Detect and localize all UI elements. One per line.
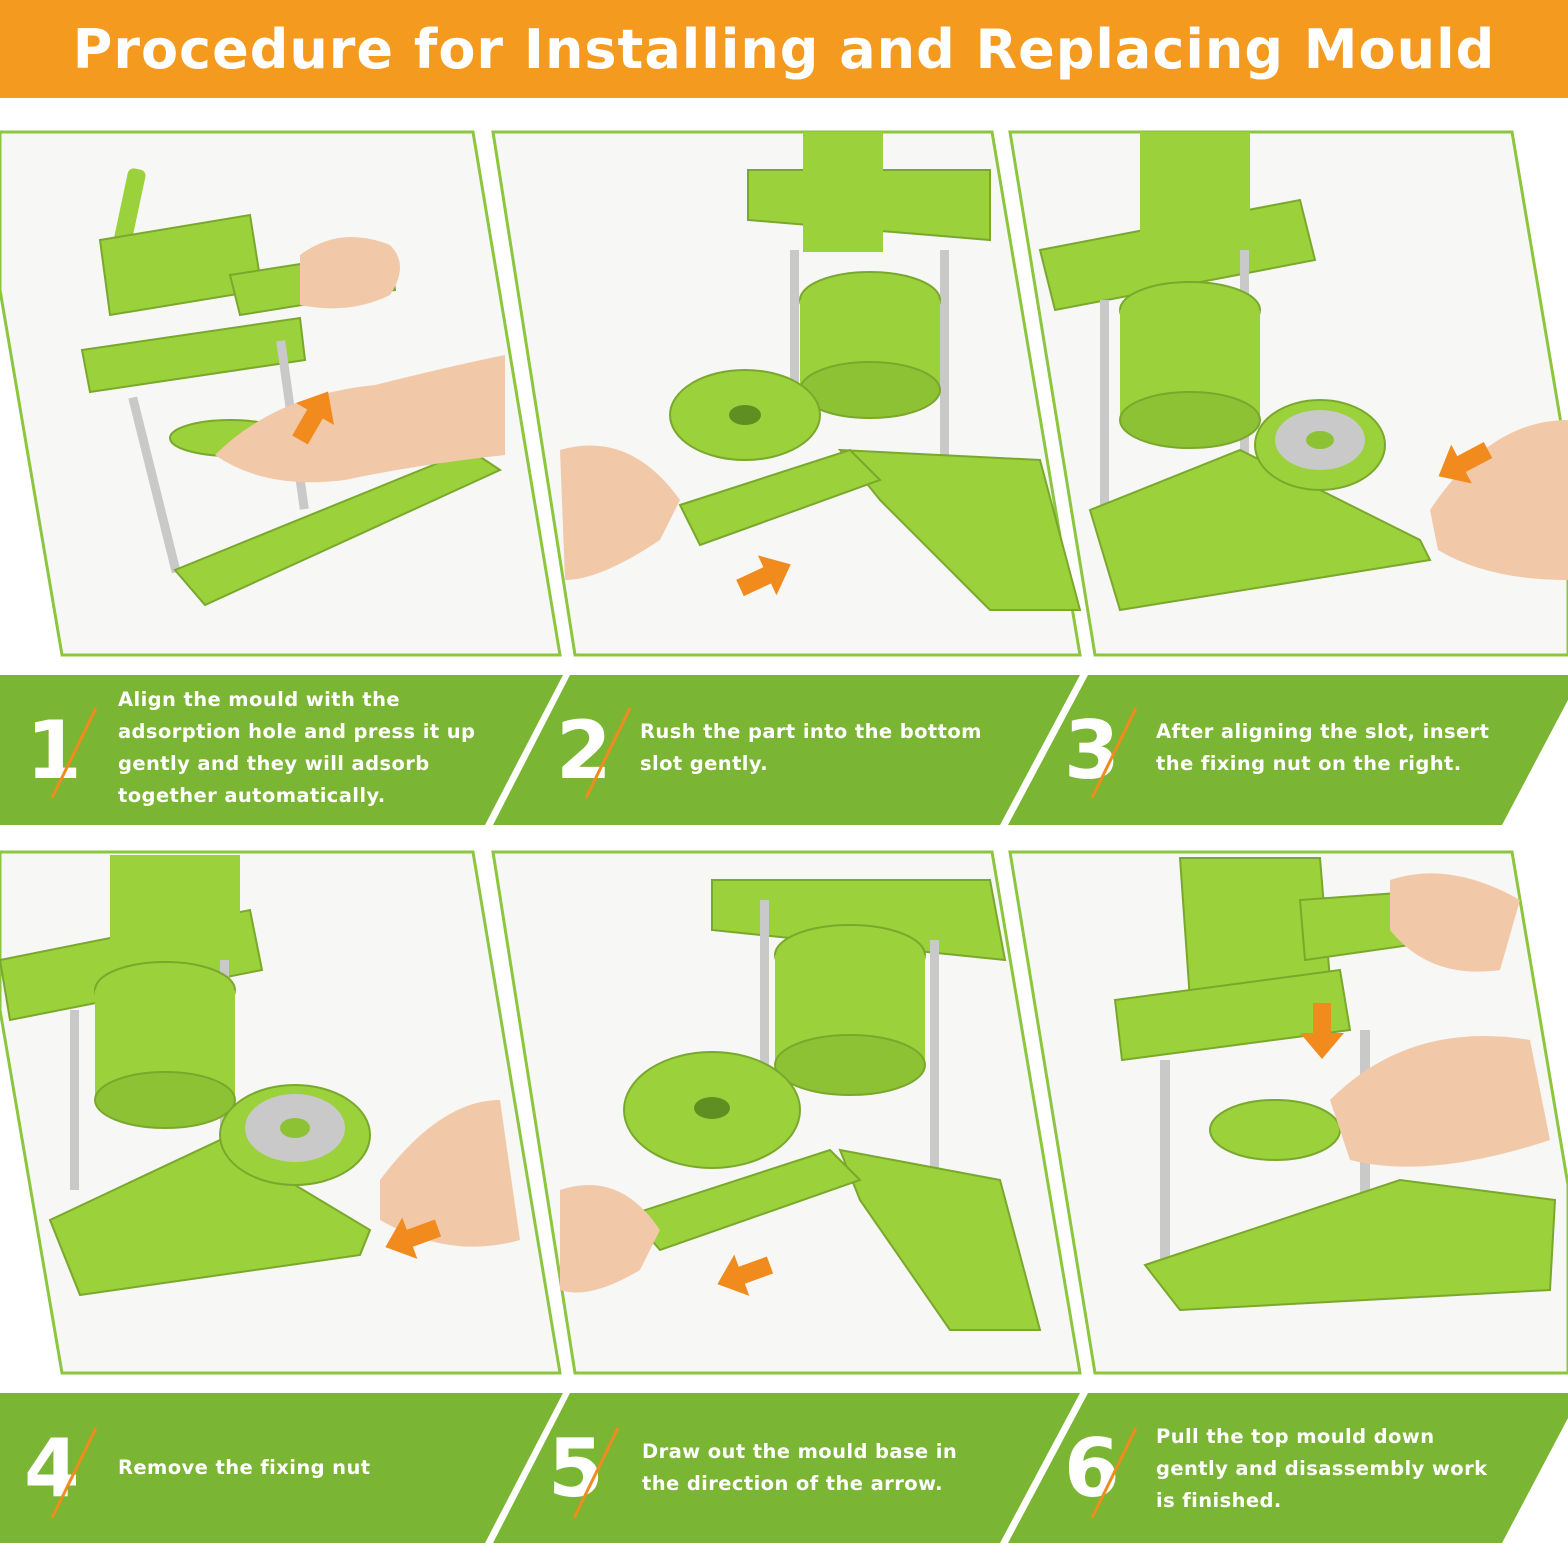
- photo-panel-5: [491, 850, 1082, 1375]
- photo-panel-1: [0, 130, 562, 657]
- svg-text:5: 5: [548, 1422, 604, 1515]
- step-caption-1: Align the mould with the adsorption hole…: [118, 688, 476, 807]
- svg-text:3: 3: [1064, 704, 1120, 797]
- step-caption-2: Rush the part into the bottom slot gentl…: [640, 720, 982, 775]
- step-caption-6: Pull the top mould down gently and disas…: [1156, 1425, 1488, 1512]
- caption-band-6: [1008, 1393, 1568, 1543]
- step-number-5: 5: [548, 1422, 620, 1519]
- photo-panel-3: [1008, 130, 1568, 657]
- step-number-2: 2: [556, 704, 632, 799]
- caption-band-1: [0, 675, 563, 825]
- svg-text:4: 4: [24, 1422, 80, 1515]
- step-caption-3: After aligning the slot, insert the fixi…: [1156, 720, 1490, 775]
- step-number-3: 3: [1064, 704, 1138, 799]
- svg-text:2: 2: [556, 704, 612, 797]
- step-caption-4: Remove the fixing nut: [118, 1456, 371, 1479]
- title-banner: Procedure for Installing and Replacing M…: [0, 0, 1568, 98]
- svg-text:6: 6: [1064, 1422, 1120, 1515]
- caption-band-2: [493, 675, 1080, 825]
- caption-band-4: [0, 1393, 563, 1543]
- page-title: Procedure for Installing and Replacing M…: [72, 17, 1496, 81]
- caption-band-5: [493, 1393, 1080, 1543]
- svg-text:1: 1: [26, 704, 82, 797]
- photo-panel-6: [1008, 850, 1568, 1375]
- step-number-4: 4: [24, 1422, 98, 1519]
- caption-band-3: [1008, 675, 1568, 825]
- step-caption-5: Draw out the mould base in the direction…: [642, 1440, 958, 1495]
- photo-panel-4: [0, 850, 562, 1375]
- step-number-1: 1: [26, 704, 98, 799]
- step-number-6: 6: [1064, 1422, 1138, 1519]
- photo-panel-2: [491, 130, 1082, 657]
